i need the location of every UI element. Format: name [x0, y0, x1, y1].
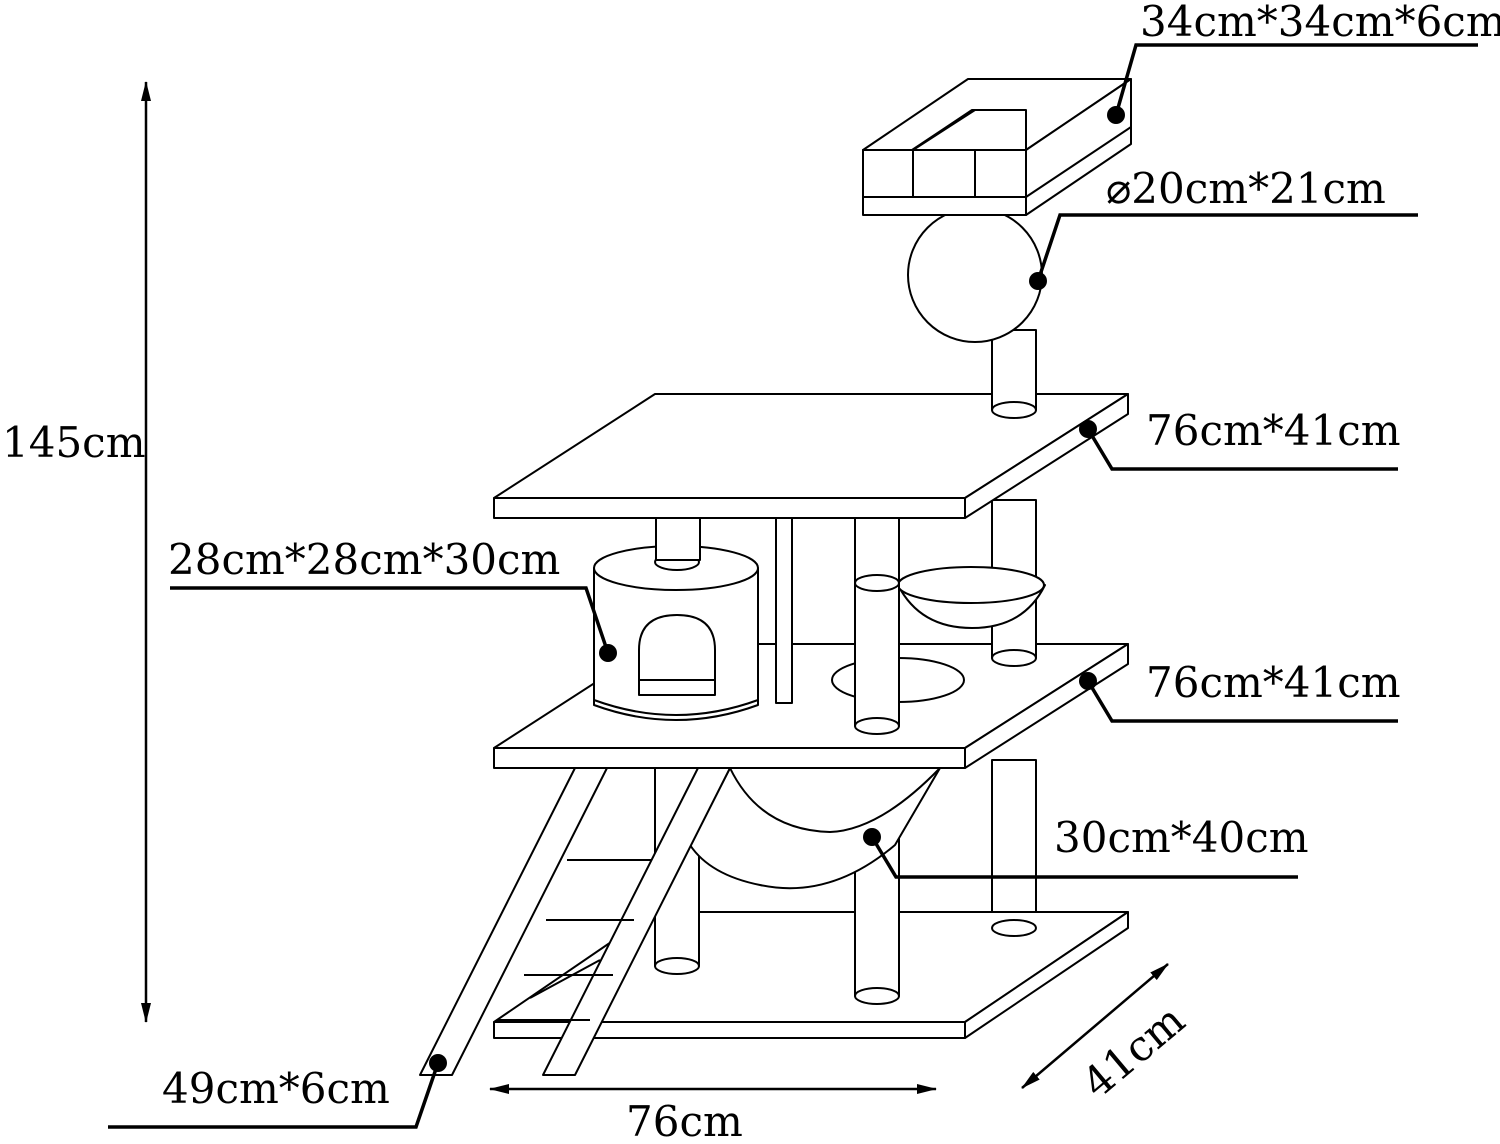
rear-right-post	[991, 759, 1037, 937]
height-dimension: 145cm	[2, 81, 151, 1023]
ladder	[419, 767, 731, 1076]
ball	[907, 207, 1043, 343]
upper-platform	[493, 393, 1129, 519]
condo-label: 28cm*28cm*30cm	[168, 535, 560, 584]
width-label: 76cm	[626, 1097, 743, 1144]
ladder-label: 49cm*6cm	[162, 1064, 390, 1113]
top-perch-label: 34cm*34cm*6cm	[1140, 0, 1500, 46]
top-perch	[862, 78, 1132, 216]
callout-middle-platform: 76cm*41cm	[1079, 658, 1401, 723]
callout-hammock: 30cm*40cm	[863, 813, 1309, 879]
depth-dimension: 41cm	[1021, 963, 1194, 1108]
top-post	[991, 329, 1037, 419]
upper-platform-label: 76cm*41cm	[1146, 406, 1401, 455]
cat-tree	[419, 78, 1132, 1076]
callout-ladder: 49cm*6cm	[108, 1054, 447, 1129]
basket-bowl	[897, 566, 1046, 629]
callout-condo: 28cm*28cm*30cm	[168, 535, 617, 662]
middle-platform-label: 76cm*41cm	[1146, 658, 1401, 707]
callout-ball: ⌀20cm*21cm	[1029, 164, 1418, 290]
middle-center-post	[854, 517, 900, 735]
callout-top-perch: 34cm*34cm*6cm	[1107, 0, 1500, 124]
hammock	[689, 767, 941, 890]
width-dimension: 76cm	[489, 1084, 937, 1144]
hammock-label: 30cm*40cm	[1054, 813, 1309, 862]
ball-label: ⌀20cm*21cm	[1106, 164, 1386, 213]
condo	[593, 545, 759, 721]
thin-support	[775, 517, 793, 704]
base-right-post-cap	[991, 919, 1037, 937]
callout-upper-platform: 76cm*41cm	[1079, 406, 1401, 471]
depth-label: 41cm	[1073, 995, 1194, 1108]
condo-top-post	[655, 517, 701, 561]
height-label: 145cm	[2, 418, 146, 467]
